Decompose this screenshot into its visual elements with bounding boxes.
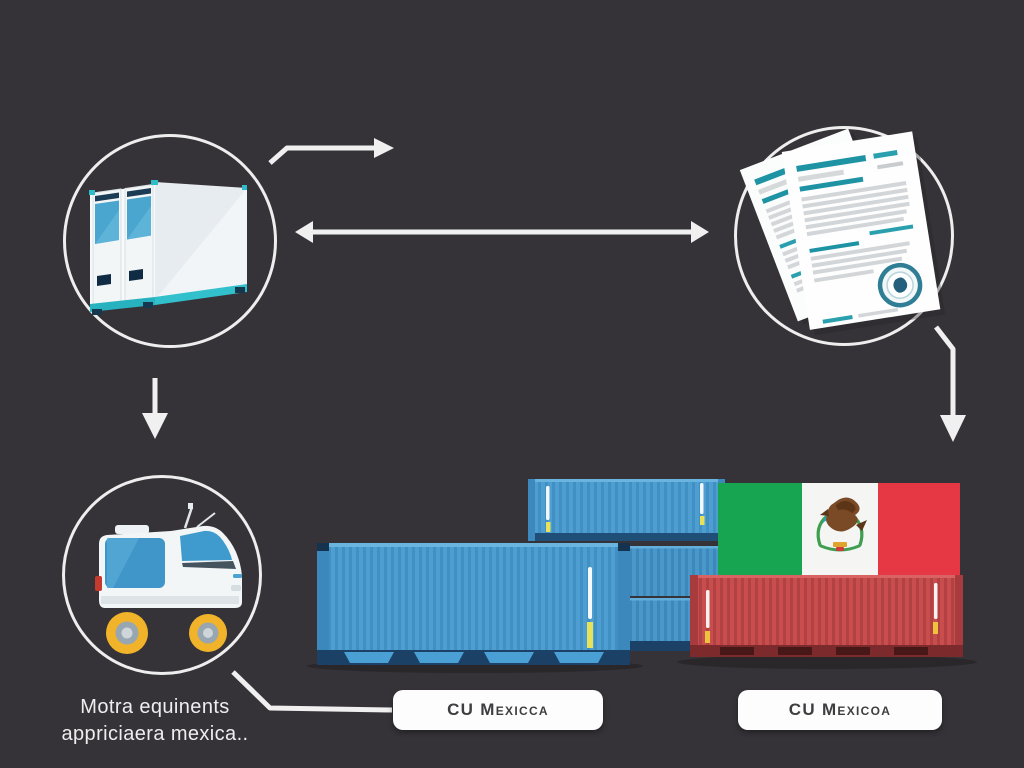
truck-wheel <box>106 612 148 654</box>
mexico-coat-of-arms-icon <box>816 497 867 552</box>
red-container <box>690 575 963 657</box>
arrow-down-to-truck <box>142 378 168 439</box>
blue-container-top <box>528 479 725 541</box>
truck-caption-line1: Motra equinents <box>80 696 230 718</box>
arrow-up-right <box>268 138 394 165</box>
document-seal-icon <box>877 262 923 308</box>
truck-caption: Motra equinents appriciaera mexica.. <box>30 694 280 748</box>
cargo-label-left: CU Mexicca <box>393 690 603 730</box>
truck-node <box>62 475 262 675</box>
blue-container-front <box>317 543 630 665</box>
cargo-label-right: CU Mexicoa <box>738 690 942 730</box>
documents-node <box>734 126 954 346</box>
origin-container-node <box>63 134 277 348</box>
truck-caption-line2: appriciaera mexica.. <box>61 723 249 745</box>
mexico-flag-panel <box>718 483 960 575</box>
cargo-label-left-text: CU Mexicca <box>447 700 549 719</box>
truck-wheel <box>189 614 227 652</box>
cargo-label-right-text: CU Mexicoa <box>788 700 892 719</box>
document-front-page <box>781 131 946 336</box>
customs-documents-icon <box>739 128 946 336</box>
reefer-container-icon <box>89 180 247 315</box>
cargo-container-stack-icon <box>307 479 977 673</box>
arrow-bidirectional <box>295 221 709 243</box>
delivery-truck-icon <box>95 503 242 654</box>
